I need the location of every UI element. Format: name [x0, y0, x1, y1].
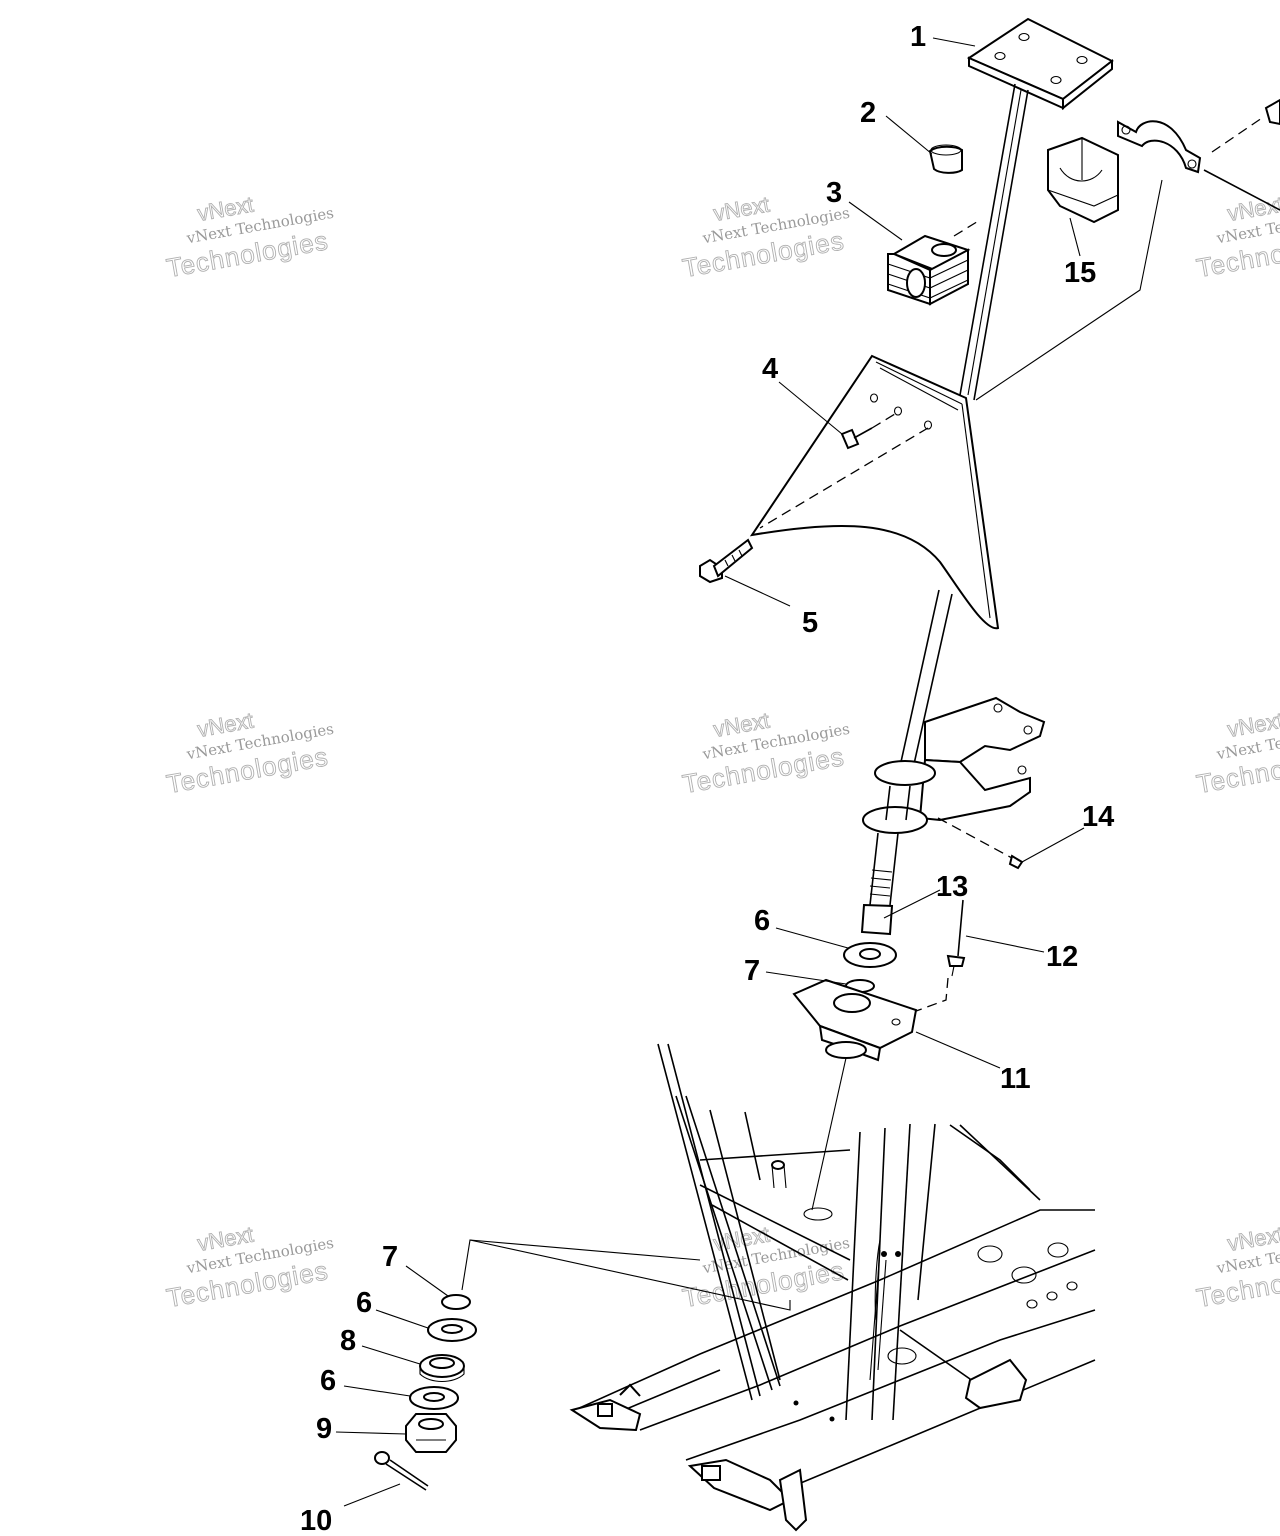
callout-6: 6: [754, 905, 770, 937]
callout-8: 8: [340, 1325, 356, 1357]
washer-part-6-lower-b: [409, 1386, 459, 1410]
bushing-part-8: [419, 1354, 465, 1383]
steering-cover: [749, 354, 1000, 630]
callout-7-lower: 7: [382, 1241, 398, 1273]
callout-11: 11: [1000, 1063, 1031, 1095]
bolt-part-5: [699, 538, 754, 584]
callout-3: 3: [826, 177, 842, 209]
washer-part-6-lower-a: [427, 1318, 477, 1342]
callout-10: 10: [300, 1505, 332, 1536]
callout-1: 1: [910, 21, 926, 53]
callout-4: 4: [762, 353, 778, 385]
callout-5: 5: [802, 607, 818, 639]
leader-lines: [335, 37, 1085, 1507]
callout-7: 7: [744, 955, 760, 987]
callout-14: 14: [1082, 801, 1114, 833]
assembly-reference-line: [461, 1239, 791, 1311]
cotter-pin-part-10: [374, 1451, 429, 1491]
bearing-block-part-3: [887, 219, 981, 306]
pipe-clamp: [975, 98, 1280, 401]
bushing-part-2: [928, 144, 963, 174]
screw-part-14: [1008, 854, 1024, 870]
callout-2: 2: [860, 97, 876, 129]
saddle-block-part-15: [1047, 136, 1119, 224]
callout-6-lower-2: 6: [320, 1365, 336, 1397]
callout-12: 12: [1046, 941, 1078, 973]
callout-15: 15: [1064, 257, 1096, 289]
steering-post-part-1: [896, 17, 1114, 783]
callout-13: 13: [936, 871, 968, 903]
pin-part-12: [907, 899, 966, 1015]
callout-labels: 1 2 3 4 5 6 7 11 12 13 14 15 7 6 8 6 9 1…: [300, 21, 1114, 1536]
screw-part-4: [840, 413, 896, 450]
callout-6-lower: 6: [356, 1287, 372, 1319]
callout-9: 9: [316, 1413, 332, 1445]
chassis-frame: [569, 1043, 1096, 1532]
o-ring-part-7-lower: [441, 1294, 471, 1310]
washer-part-6-upper: [843, 942, 897, 968]
pivot-block-part-11: [792, 978, 918, 1211]
shaft-support-bracket: [860, 696, 1046, 936]
castle-nut-part-9: [405, 1413, 457, 1453]
